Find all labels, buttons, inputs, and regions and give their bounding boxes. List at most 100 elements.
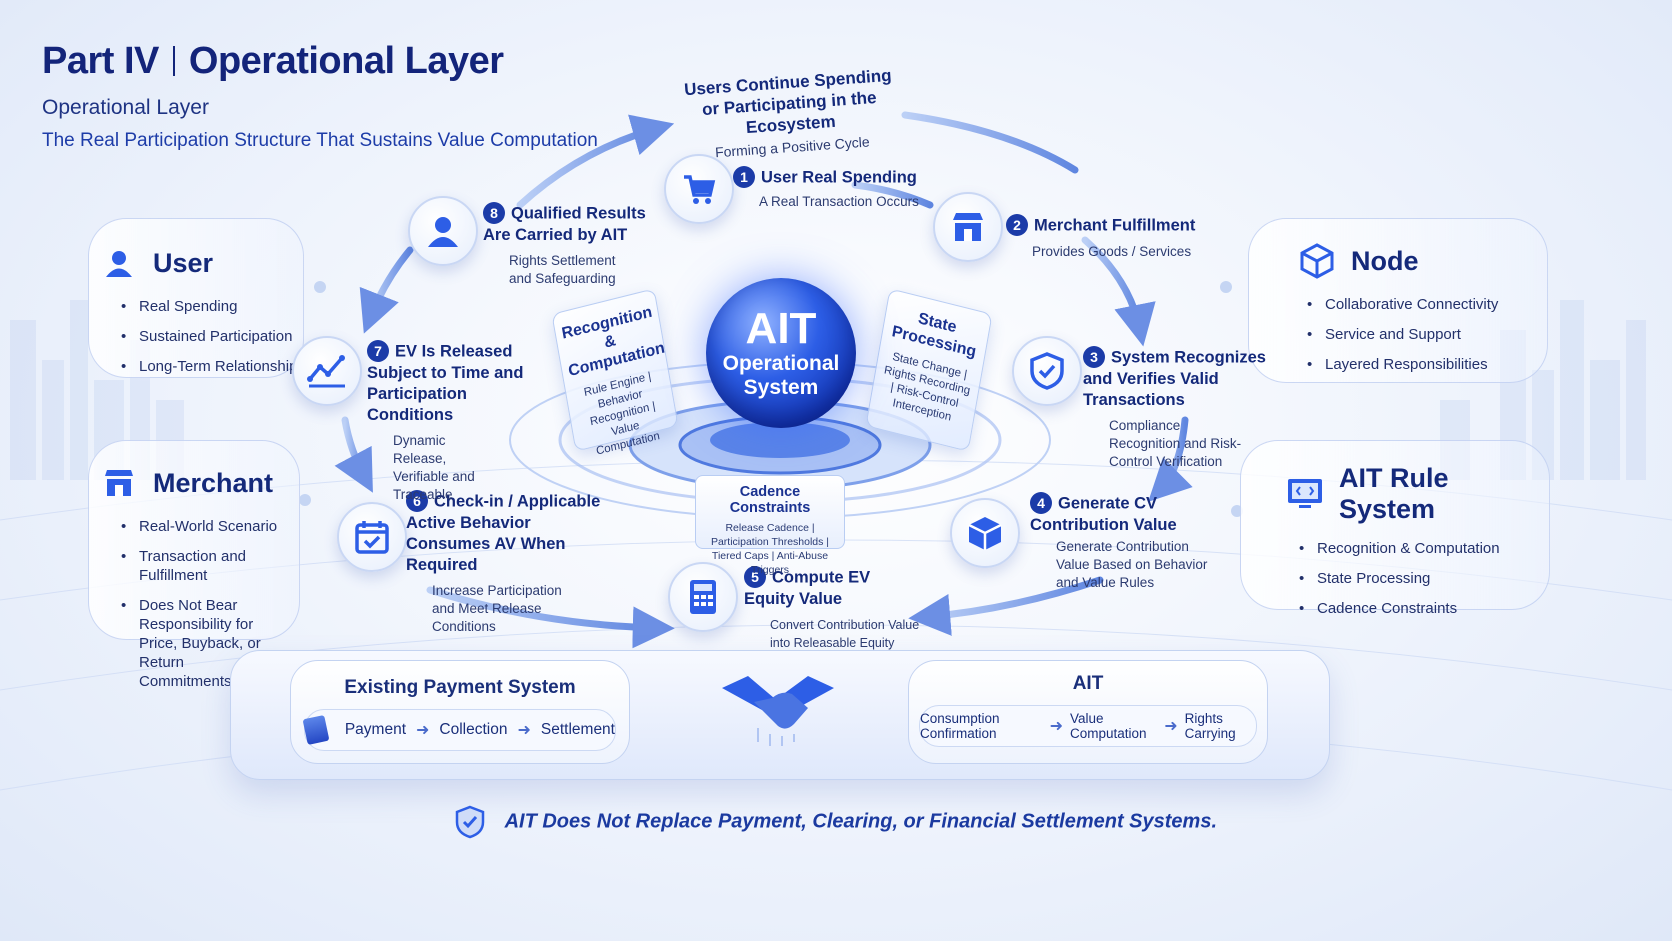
step-desc: A Real Transaction Occurs: [759, 193, 919, 209]
panel-merchant-list: Real-World Scenario Transaction and Fulf…: [117, 517, 299, 691]
payment-system-title: Existing Payment System: [344, 677, 576, 698]
flow-step: Rights Carrying: [1184, 711, 1236, 741]
title-part: Part IV: [42, 40, 159, 82]
ait-flow: Consumption Confirmation ➜ Value Computat…: [919, 705, 1257, 747]
step-title: Compute EV Equity Value: [744, 568, 871, 608]
step-desc: Dynamic Release, Verifiable and Traceabl…: [393, 432, 475, 502]
page-tagline: The Real Participation Structure That Su…: [42, 130, 598, 151]
calendar-check-icon: [355, 521, 389, 554]
panel-rule-list: Recognition & Computation State Processi…: [1295, 539, 1549, 618]
step-number: 3: [1083, 346, 1105, 368]
panel-merchant: Merchant Real-World Scenario Transaction…: [88, 440, 300, 690]
step-number: 6: [406, 490, 428, 512]
title-divider: [172, 46, 175, 76]
panel-node: Node Collaborative Connectivity Service …: [1248, 218, 1548, 383]
orb-line-2: Operational: [722, 352, 840, 375]
panel-user: User Real Spending Sustained Participati…: [88, 218, 304, 378]
step-desc: Rights Settlement and Safeguarding: [509, 252, 616, 286]
step-number: 2: [1006, 214, 1028, 236]
step-2-circle: [933, 192, 1003, 262]
list-item: Sustained Participation: [117, 327, 303, 346]
step-title: Check-in / Applicable Active Behavior Co…: [406, 492, 601, 574]
step-6-circle: [337, 502, 407, 572]
card-desc: State Change | Rights Recording | Risk-C…: [883, 350, 972, 424]
panel-rule-system: AIT Rule System Recognition & Computatio…: [1240, 440, 1550, 618]
step-title: EV Is Released Subject to Time and Parti…: [367, 342, 524, 424]
step-number: 4: [1030, 492, 1052, 514]
list-item: Real-World Scenario: [117, 517, 299, 536]
list-item: Does Not Bear Responsibility for Price, …: [117, 596, 277, 691]
card-cadence-constraints: Cadence Constraints Release Cadence | Pa…: [695, 475, 845, 576]
step-4-circle: [950, 498, 1020, 568]
arrow-right-icon: ➜: [1164, 718, 1178, 735]
shield-check-icon: [455, 805, 485, 839]
list-item: Real Spending: [117, 297, 303, 316]
list-item: Service and Support: [1303, 325, 1547, 344]
panel-rule-title: AIT Rule System: [1339, 463, 1449, 524]
list-item: Layered Responsibilities: [1303, 355, 1547, 374]
panel-merchant-title: Merchant: [153, 467, 274, 498]
step-title: Qualified Results Are Carried by AIT: [483, 204, 646, 244]
existing-payment-system: Existing Payment System Payment ➜ Collect…: [290, 660, 630, 764]
list-item: State Processing: [1295, 569, 1549, 588]
panel-user-title: User: [153, 247, 214, 278]
flow-step: Consumption Confirmation: [920, 711, 1000, 741]
user-icon: [428, 217, 458, 247]
step-desc: Generate Contribution Value Based on Beh…: [1056, 538, 1208, 590]
disclaimer-note: AIT Does Not Replace Payment, Clearing, …: [0, 805, 1672, 839]
step-3-circle: [1012, 336, 1082, 406]
step-title: Generate CV Contribution Value: [1030, 494, 1177, 534]
card-desc: Release Cadence | Participation Threshol…: [710, 522, 830, 576]
list-item: Recognition & Computation: [1295, 539, 1549, 558]
step-title: Merchant Fulfillment: [1034, 216, 1196, 235]
user-icon: [99, 243, 139, 283]
store-icon: [99, 463, 139, 503]
ait-operational-system-orb: AIT Operational System: [706, 278, 856, 428]
card-title: Cadence Constraints: [729, 484, 811, 516]
step-8-circle: [408, 196, 478, 266]
cycle-heading: Users Continue Spending or Participating…: [677, 64, 902, 162]
step-5-circle: [668, 562, 738, 632]
step-number: 7: [367, 340, 389, 362]
cart-icon: [684, 175, 716, 204]
cube-network-icon: [1297, 241, 1337, 281]
payment-flow: Payment➜ Collection➜ Settlement: [302, 709, 616, 751]
orb-line-1: AIT: [745, 304, 817, 353]
ait-system-title: AIT: [1072, 673, 1104, 694]
list-item: Long-Term Relationship: [117, 357, 303, 376]
flow-step: Payment: [344, 721, 407, 738]
card-icon: [302, 715, 330, 745]
card-title: Recognition & Computation: [560, 303, 667, 381]
list-item: Transaction and Fulfillment: [117, 547, 299, 585]
step-number: 5: [744, 566, 766, 588]
step-title: User Real Spending: [761, 168, 917, 187]
step-desc: Increase Participation and Meet Release …: [432, 582, 562, 634]
panel-user-list: Real Spending Sustained Participation Lo…: [117, 297, 303, 376]
flow-step: Value Computation: [1069, 711, 1147, 741]
list-item: Collaborative Connectivity: [1303, 295, 1547, 314]
orb-line-3: System: [743, 376, 819, 399]
panel-node-list: Collaborative Connectivity Service and S…: [1303, 295, 1547, 374]
handshake-icon: [718, 668, 838, 753]
box-cube-icon: [968, 517, 1002, 550]
shield-check-icon: [1030, 352, 1064, 390]
page-subtitle: Operational Layer: [42, 96, 209, 119]
arrow-right-icon: ➜: [1049, 718, 1063, 735]
step-title: System Recognizes and Verifies Valid Tra…: [1083, 348, 1266, 409]
ait-system: AIT Consumption Confirmation ➜ Value Comp…: [908, 660, 1268, 764]
arrow-right-icon: ➜: [416, 722, 430, 739]
step-1-circle: [664, 154, 734, 224]
calculator-icon: [690, 580, 716, 614]
monitor-code-icon: [1285, 474, 1325, 514]
step-number: 8: [483, 202, 505, 224]
list-item: Cadence Constraints: [1295, 599, 1549, 618]
flow-step: Collection: [439, 721, 508, 738]
step-desc: Compliance Recognition and Risk-Control …: [1109, 417, 1242, 469]
